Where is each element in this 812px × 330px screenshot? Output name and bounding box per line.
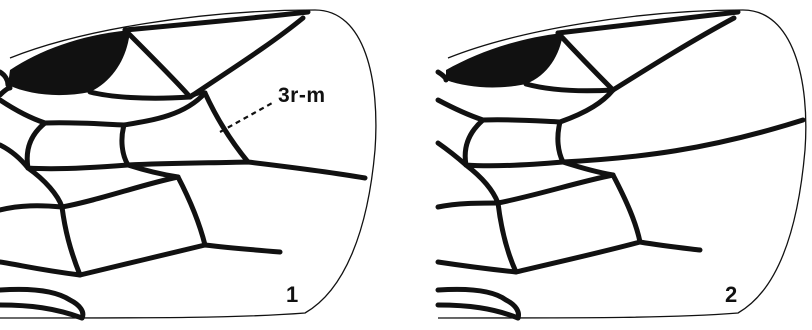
wing-2-stigma-crossvein — [526, 84, 613, 91]
wing-1-left-stub-2 — [0, 88, 10, 95]
wing-1-discal-left — [27, 123, 128, 169]
wing-figure-1 — [0, 10, 376, 318]
wing-2-media — [563, 120, 803, 162]
wing-2-stub-upper — [438, 72, 446, 80]
wing-1-2rs-m — [122, 125, 128, 165]
wing-1-stigma-crossvein — [90, 92, 190, 98]
wing-1-anal-lower — [0, 305, 82, 318]
wing-1-m-crossvein — [178, 177, 205, 245]
vein-label-3r-m: 3r-m — [278, 84, 326, 108]
wing-2-2rs-m — [558, 122, 563, 162]
wing-2-anal-lower — [438, 305, 518, 318]
wing-2-left-stub-3 — [438, 143, 466, 165]
wing-2-discal-left — [465, 120, 563, 166]
wing-2-m-branch — [563, 162, 613, 175]
wing-1-cu-vein — [62, 207, 280, 275]
wing-1-left-stub-3 — [0, 145, 28, 168]
wing-2-left-stub-4 — [438, 203, 498, 207]
wing-2-left-stub-1 — [438, 100, 483, 120]
wing-1-m-branch — [128, 165, 178, 177]
wing-1-left-stub-5 — [0, 262, 80, 275]
wing-2-submarginal-1 — [483, 90, 613, 122]
wing-2-left-stub-5 — [438, 262, 516, 272]
wing-1-left-stub-4 — [0, 206, 62, 210]
wing-1-stub-upper — [0, 72, 8, 85]
wing-figure-2 — [438, 10, 806, 318]
wing-2-pterostigma — [446, 33, 563, 87]
3r-m-leader-line — [220, 102, 274, 132]
figure-number-1: 1 — [286, 282, 299, 308]
wing-2-m-crossvein — [613, 175, 640, 242]
wing-1-left-stub-1 — [0, 100, 45, 123]
wing-1-3r-m-crossvein — [205, 93, 248, 162]
wing-2-cu-vein — [498, 203, 700, 272]
figure-number-2: 2 — [725, 282, 738, 308]
